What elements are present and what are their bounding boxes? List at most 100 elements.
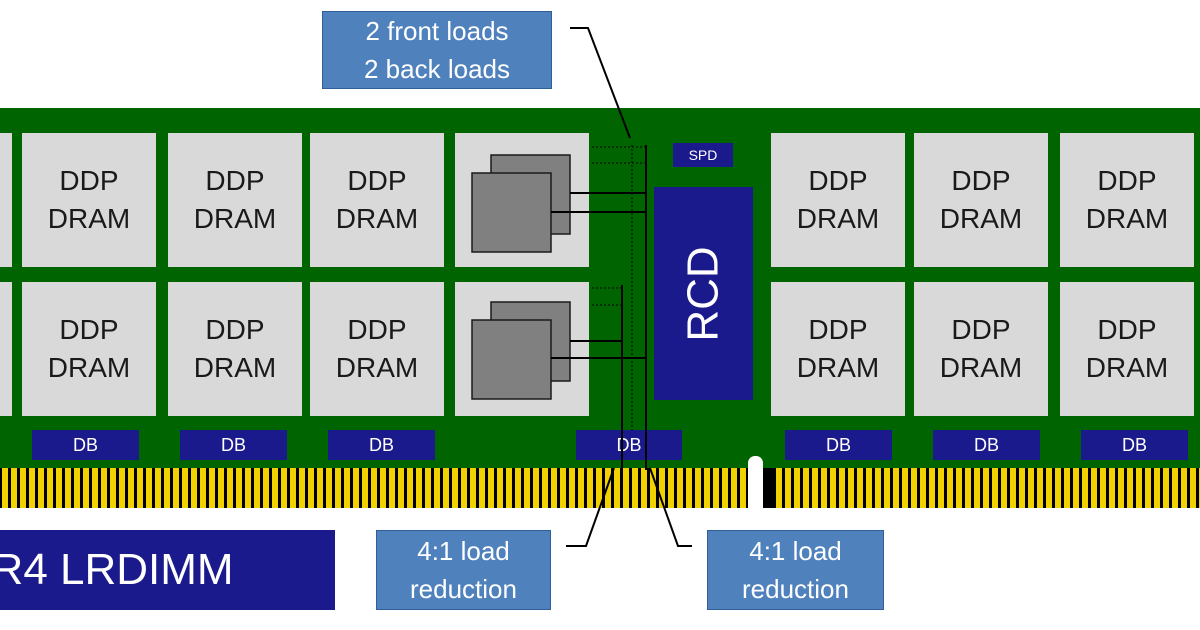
data-buffer: DB [32,430,139,460]
gold-contact [1118,468,1124,508]
gold-contact [92,468,98,508]
gold-contact [101,468,107,508]
gold-contact [1172,468,1178,508]
gold-contact [209,468,215,508]
gold-contact [965,468,971,508]
gold-contact [335,468,341,508]
gold-contact [407,468,413,508]
gold-contact [1037,468,1043,508]
gold-contact [875,468,881,508]
gold-contact [506,468,512,508]
dram-chip-label: DDP DRAM [939,165,1023,234]
gold-contact [470,468,476,508]
dram-chip-label: DDP DRAM [335,314,419,383]
gold-contact [884,468,890,508]
dram-chip-label: DDP DRAM [47,165,131,234]
gold-contact [227,468,233,508]
gold-contact [947,468,953,508]
dram-chip-label: DDP DRAM [1085,314,1169,383]
spd-chip: SPD [673,143,733,167]
callout-text: 4:1 load reduction [410,536,517,604]
dram-chip-label: DDP DRAM [1085,165,1169,234]
gold-contact [20,468,26,508]
gold-contact [353,468,359,508]
gold-contact [632,468,638,508]
gold-contact [479,468,485,508]
gold-contact [1154,468,1160,508]
key-notch [748,456,763,516]
data-buffer-label: DB [1121,434,1147,455]
dram-chip: DDP DRAM [168,133,302,267]
gold-contact [623,468,629,508]
gold-contact [857,468,863,508]
gold-contact [668,468,674,508]
gold-contact [434,468,440,508]
gold-contact [659,468,665,508]
gold-contact [551,468,557,508]
dram-chip-partial [0,282,12,416]
gold-contact [794,468,800,508]
callout-leader [566,467,615,547]
gold-contact [1100,468,1106,508]
dram-chip: DDP DRAM [310,282,444,416]
callout-leader [649,467,692,547]
gold-contact [218,468,224,508]
gold-contact [1001,468,1007,508]
gold-contact [182,468,188,508]
gold-contact [704,468,710,508]
data-buffer: DB [933,430,1040,460]
module-title: DDR4 LRDIMM [0,530,335,610]
gold-contact [488,468,494,508]
gold-contact [1181,468,1187,508]
gold-contact [785,468,791,508]
gold-contact [2,468,8,508]
gold-contact [461,468,467,508]
dram-chip-label: DDP DRAM [47,314,131,383]
gold-contact [803,468,809,508]
gold-contact [128,468,134,508]
gold-contact [695,468,701,508]
data-buffer: DB [785,430,892,460]
gold-contact [605,468,611,508]
gold-contact [299,468,305,508]
dram-chip: DDP DRAM [1060,133,1194,267]
gold-contact [362,468,368,508]
gold-contact [326,468,332,508]
die-front [471,319,552,400]
gold-contact [443,468,449,508]
gold-contact [1073,468,1079,508]
gold-contact [515,468,521,508]
gold-contact [848,468,854,508]
callout-front-back-loads: 2 front loads 2 back loads [322,11,552,89]
gold-contact [911,468,917,508]
data-buffer-label: DB [72,434,98,455]
gold-contact [281,468,287,508]
data-buffer-label: DB [220,434,246,455]
gold-contact [317,468,323,508]
gold-contact [1082,468,1088,508]
dram-chip: DDP DRAM [914,282,1048,416]
gold-contact [137,468,143,508]
die-front [471,172,552,253]
gold-contact [821,468,827,508]
data-buffer-label: DB [368,434,394,455]
gold-contact [1010,468,1016,508]
gold-contact [1109,468,1115,508]
gold-contact [398,468,404,508]
gold-contact [497,468,503,508]
dram-chip: DDP DRAM [310,133,444,267]
gold-contact [263,468,269,508]
gold-contact [290,468,296,508]
gold-contact [569,468,575,508]
gold-contact [1127,468,1133,508]
gold-contact [164,468,170,508]
gold-contact [29,468,35,508]
gold-contact [596,468,602,508]
gold-contact [56,468,62,508]
gold-contact [1190,468,1196,508]
dram-chip-label: DDP DRAM [193,165,277,234]
gold-contact [452,468,458,508]
gold-contact [146,468,152,508]
gold-contact [308,468,314,508]
gold-contact [173,468,179,508]
